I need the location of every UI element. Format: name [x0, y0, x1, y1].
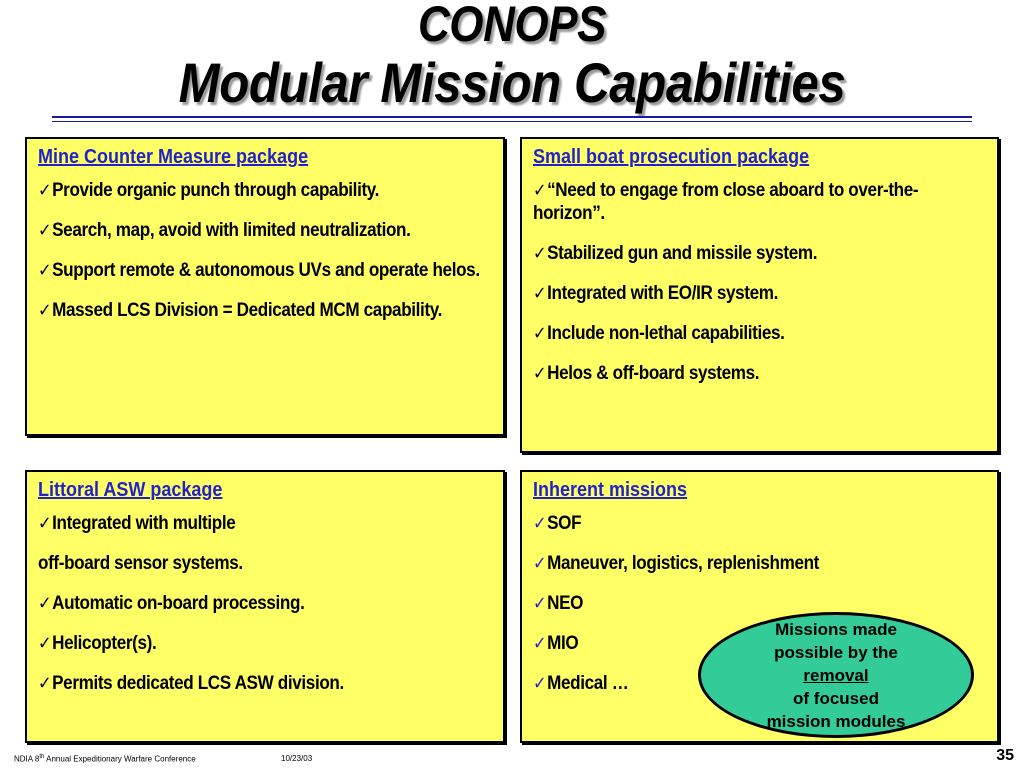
callout-line: removal of focused [793, 665, 879, 708]
callout-underlined-word: removal [803, 665, 869, 685]
check-icon: ✓ [38, 260, 52, 281]
callout-line: mission modules [766, 711, 906, 731]
mcm-package-list: ✓Provide organic punch through capabilit… [38, 179, 493, 322]
list-item: ✓Medical … [533, 673, 629, 694]
callout-line: Missions made [775, 619, 897, 639]
inherent-missions-list: ✓SOF ✓Maneuver, logistics, replenishment… [533, 512, 987, 695]
check-icon: ✓ [38, 300, 52, 321]
footer-conference: NDIA 8th Annual Expeditionary Warfare Co… [14, 754, 196, 764]
check-icon: ✓ [533, 513, 547, 534]
small-boat-package-heading: Small boat prosecution package [533, 146, 810, 168]
check-icon: ✓ [38, 220, 52, 241]
title-rule [52, 116, 972, 118]
footer-date: 10/23/03 [281, 754, 313, 763]
list-item: ✓Provide organic punch through capabilit… [38, 180, 380, 201]
check-icon: ✓ [38, 633, 52, 654]
asw-package-heading: Littoral ASW package [38, 479, 223, 501]
check-icon: ✓ [533, 243, 547, 264]
list-item: ✓Helicopter(s). [38, 633, 157, 654]
check-icon: ✓ [533, 593, 547, 614]
list-item: ✓Helos & off-board systems. [533, 363, 760, 384]
check-icon: ✓ [533, 553, 547, 574]
list-item: ✓Massed LCS Division = Dedicated MCM cap… [38, 300, 443, 321]
list-item: ✓“Need to engage from close aboard to ov… [533, 180, 919, 224]
check-icon: ✓ [533, 283, 547, 304]
list-item: ✓SOF [533, 513, 582, 534]
check-icon: ✓ [38, 673, 52, 694]
slide-subtitle: Modular Mission Capabilities [178, 51, 846, 114]
list-item: ✓MIO [533, 633, 579, 654]
small-boat-package-list: ✓“Need to engage from close aboard to ov… [533, 179, 987, 385]
callout-oval: Missions made possible by the removal of… [698, 612, 974, 738]
check-icon: ✓ [533, 673, 547, 694]
list-item: ✓Permits dedicated LCS ASW division. [38, 673, 344, 694]
title-rule-thin [52, 121, 972, 122]
list-item: ✓Include non-lethal capabilities. [533, 323, 785, 344]
inherent-missions-heading: Inherent missions [533, 479, 688, 501]
page-number: 35 [996, 747, 1014, 764]
check-icon: ✓ [533, 633, 547, 654]
check-icon: ✓ [533, 363, 547, 384]
list-item-continuation: off-board sensor systems. [38, 553, 243, 574]
check-icon: ✓ [38, 593, 52, 614]
asw-package-list: ✓Integrated with multiple off-board sens… [38, 512, 493, 695]
mcm-package-heading: Mine Counter Measure package [38, 146, 309, 168]
callout-line: possible by the [774, 642, 898, 662]
list-item: ✓Maneuver, logistics, replenishment [533, 553, 820, 574]
check-icon: ✓ [38, 180, 52, 201]
list-item: ✓Support remote & autonomous UVs and ope… [38, 260, 480, 281]
list-item: ✓NEO [533, 593, 584, 614]
list-item: ✓Stabilized gun and missile system. [533, 243, 818, 264]
mcm-package-box: Mine Counter Measure package ✓Provide or… [25, 137, 505, 436]
check-icon: ✓ [533, 180, 547, 201]
list-item: ✓Search, map, avoid with limited neutral… [38, 220, 411, 241]
check-icon: ✓ [533, 323, 547, 344]
list-item: ✓Integrated with multiple [38, 513, 236, 534]
list-item: ✓Integrated with EO/IR system. [533, 283, 779, 304]
small-boat-package-box: Small boat prosecution package ✓“Need to… [520, 137, 999, 453]
list-item: ✓Automatic on-board processing. [38, 593, 305, 614]
check-icon: ✓ [38, 513, 52, 534]
slide-title: CONOPS [417, 0, 607, 52]
asw-package-box: Littoral ASW package ✓Integrated with mu… [25, 470, 505, 743]
